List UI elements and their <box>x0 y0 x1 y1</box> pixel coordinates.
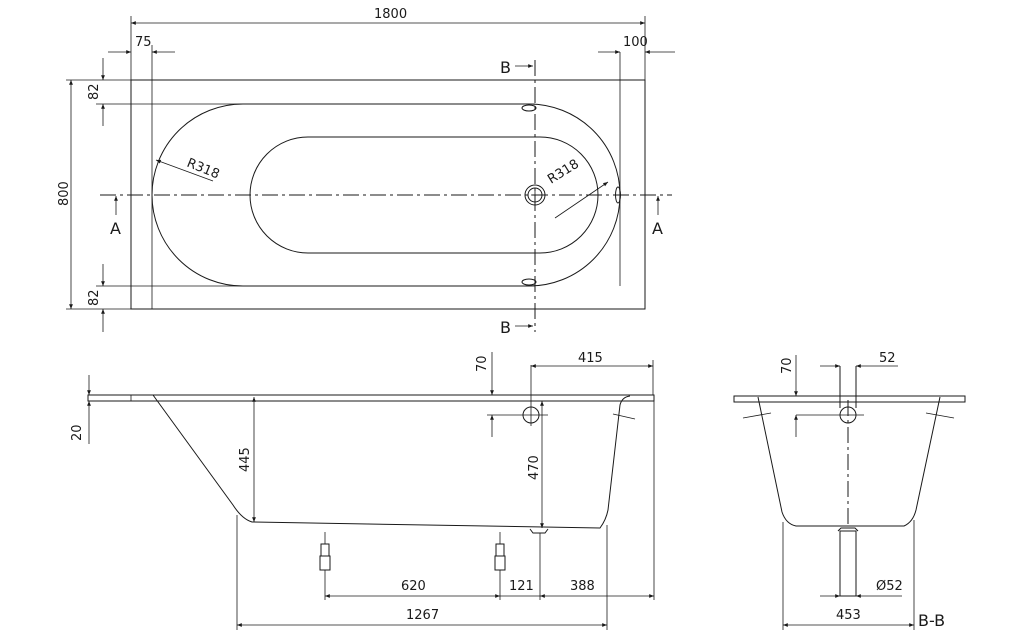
drain-to-end-bottom-label: 388 <box>570 579 595 594</box>
handle-bottom <box>521 278 537 286</box>
bottom-length-label: 1267 <box>406 608 439 623</box>
waste-pipe <box>839 530 857 597</box>
right-offset-label: 100 <box>623 35 648 50</box>
side-view: 20 445 470 70 415 620 121 <box>70 351 655 630</box>
section-a-right: A <box>652 219 663 238</box>
section-label: B-B <box>918 611 945 630</box>
left-offset-label: 75 <box>135 35 152 50</box>
foot-left <box>319 532 331 571</box>
section-overflow-height-label: 70 <box>780 357 795 374</box>
drain-outlet <box>529 528 549 534</box>
drain-outlet <box>837 527 859 532</box>
overflow-icon <box>615 186 621 204</box>
section-a-left: A <box>110 219 121 238</box>
foot-right <box>494 532 506 571</box>
drain-icon <box>524 184 546 206</box>
drain-to-end-label: 415 <box>578 351 603 366</box>
top-view: 1800 75 100 800 82 82 R318 R318 A A B B <box>57 7 675 337</box>
radius-right-label: R318 <box>545 157 582 188</box>
tub-profile <box>152 394 631 529</box>
section-profile <box>757 396 941 527</box>
section-view: 70 52 Ø52 453 B-B <box>733 351 966 630</box>
depth-left-label: 445 <box>238 447 253 472</box>
length-label: 1800 <box>374 7 407 22</box>
rim <box>733 395 966 403</box>
waste-diameter-label: Ø52 <box>876 579 903 594</box>
handle-top <box>521 104 537 112</box>
section-b-bottom: B <box>500 318 511 337</box>
radius-left-label: R318 <box>185 156 222 183</box>
foot-to-drain-label: 121 <box>509 579 534 594</box>
rim-bottom-label: 82 <box>87 289 102 306</box>
rim-thickness-label: 20 <box>70 424 85 441</box>
section-b-top: B <box>500 58 511 77</box>
rim <box>87 394 655 402</box>
overflow-diameter-label: 52 <box>879 351 896 366</box>
feet-spacing-label: 620 <box>401 579 426 594</box>
rim-top-label: 82 <box>87 83 102 100</box>
bottom-width-label: 453 <box>836 608 861 623</box>
depth-drain-label: 470 <box>527 455 542 480</box>
overflow-height-label: 70 <box>475 355 490 372</box>
width-label: 800 <box>57 181 72 206</box>
